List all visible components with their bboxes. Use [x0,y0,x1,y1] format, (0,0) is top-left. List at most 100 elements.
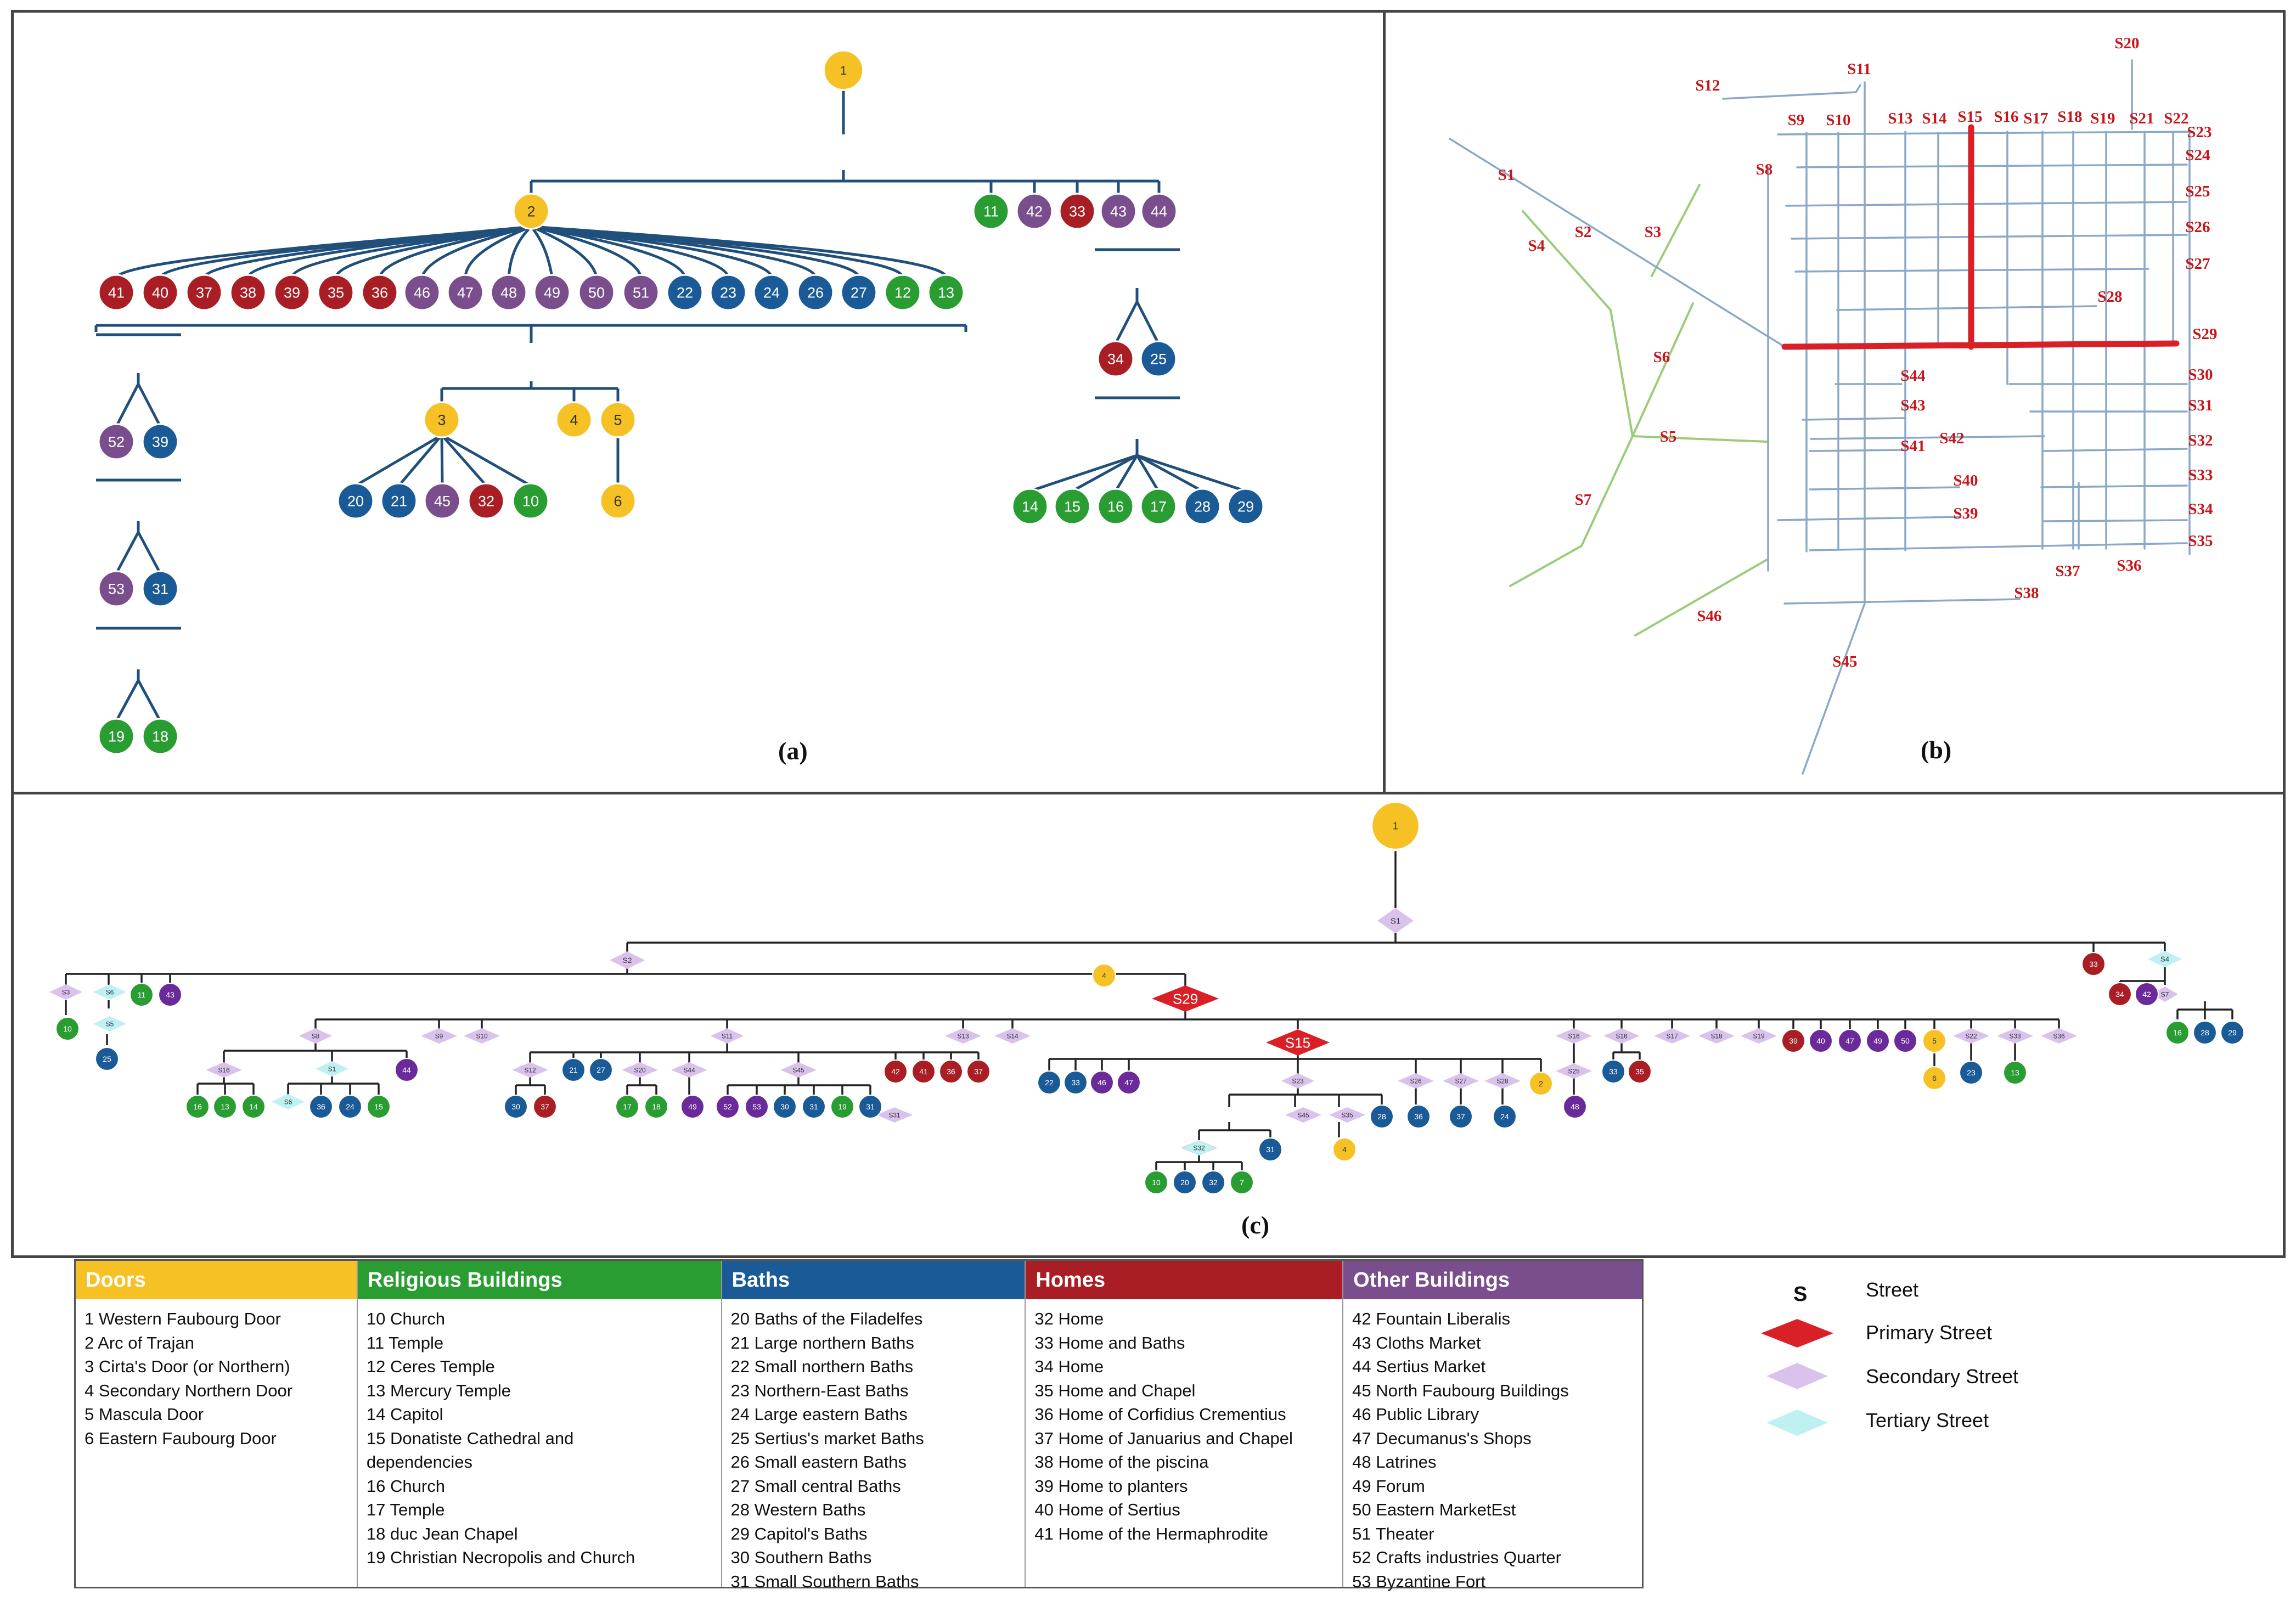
tree-a-node-24-label: 27 [851,285,867,301]
green-roads [1509,184,1768,636]
tree-a-node-18-label: 50 [588,285,605,301]
tree-c-secondary-23: S35 [1329,1107,1365,1123]
map-street-label-2: S3 [1645,223,1662,241]
tree-c-secondary-17-label: S20 [634,1066,646,1074]
tree-c-node-56: 31 [1258,1137,1283,1162]
map-street-label-31: S32 [2188,432,2213,449]
legend-item: 43 Cloths Market [1352,1333,1481,1352]
tree-c-node-23: 18 [644,1094,669,1119]
tree-c-node-40: 36 [1406,1104,1431,1129]
map-street-label-11: S12 [1695,77,1720,94]
tree-c-secondary-15: S25 [1556,1063,1592,1079]
map-street-label-6: S7 [1575,491,1592,509]
tree-c-secondary-8-label: S19 [1753,1032,1765,1040]
tree-c-node-32-label: 41 [919,1067,928,1076]
tree-c-secondary-10: S33 [1997,1028,2033,1044]
tree-a-node-18: 50 [578,274,615,311]
tree-a-node-31-label: 19 [108,729,125,745]
tree-c-node-59-circle [1172,1170,1197,1195]
tree-a-node-34-label: 4 [570,412,578,429]
map-street-label-32: S33 [2188,466,2213,484]
map-street-label-33: S34 [2188,500,2213,518]
tree-c-street-s11-label: S11 [722,1032,733,1040]
tree-c-tertiary-0-label: S6 [106,988,114,996]
tree-c-node-55-label: 13 [2011,1068,2019,1077]
tree-a-node-8-circle [142,274,179,311]
tree-c-node-53-label: 6 [1932,1074,1937,1083]
legend-item: 31 Small Southern Baths [730,1571,919,1591]
tree-a-node-2-circle [972,193,1010,230]
tree-a-node-47-label: 17 [1150,499,1167,515]
map-street-label-41: S42 [1939,430,1964,447]
tree-a-node-35-label: 5 [614,412,622,429]
tree-c-secondary-12: S26 [1398,1073,1434,1089]
tree-c-node-41-circle [1448,1104,1473,1129]
tree-c-node-30: 31 [858,1094,883,1119]
tree-c-node-8-label: 16 [2173,1028,2182,1037]
tree-c-secondary-6: S17 [1654,1028,1690,1044]
tree-c-secondary-19: S45 [780,1062,817,1078]
legend-item: 29 Capitol's Baths [730,1524,868,1543]
tree-c-node-31-label: 42 [891,1067,900,1076]
tree-c-street-s2: S2 [610,951,645,969]
tree-c-node-19: 27 [588,1057,614,1083]
tree-a-node-45-label: 15 [1064,499,1081,515]
tree-c-secondary-2-shape [945,1028,981,1044]
tree-c-node-57-label: 4 [1342,1145,1347,1154]
tree-a-node-38: 45 [424,482,461,520]
tree-c-node-27-label: 30 [780,1102,789,1111]
tree-a-node-3: 42 [1016,193,1053,230]
tree-a-node-2: 11 [972,193,1010,230]
tree-c-street-s23-label: S23 [1292,1077,1304,1085]
tree-c-node-36-circle [1063,1070,1088,1095]
tree-a-node-27-label: 52 [108,434,125,450]
map-street-label-1: S2 [1575,223,1592,241]
tree-c-node-22-circle [615,1094,640,1119]
legend-item: 23 Northern-East Baths [730,1380,909,1400]
tree-c-node-14-label: 14 [249,1102,258,1111]
tree-c-node-2-label: 43 [166,990,175,999]
tree-a-node-4: 33 [1059,193,1096,230]
tree-a-node-14-label: 46 [414,285,430,301]
legend-item: 52 Crafts industries Quarter [1352,1548,1561,1567]
tree-c-node-30-label: 31 [866,1102,875,1111]
tree-c-node-13-label: 13 [221,1102,229,1111]
map-street-label-45: S46 [1697,607,1721,625]
tree-c-node-22-label: 17 [623,1102,632,1111]
tree-c-node-38-label: 47 [1124,1078,1133,1087]
tree-c-node-24-circle [680,1094,705,1119]
legend-item: 32 Home [1034,1309,1104,1328]
legend-item: 20 Baths of the Filadelfes [730,1309,923,1328]
tree-c-node-4-label: 4 [1102,971,1106,980]
tree-c-node-49-label: 47 [1845,1036,1854,1045]
legend-item: 35 Home and Chapel [1034,1380,1196,1400]
tree-c-node-61-circle [1229,1170,1254,1195]
tree-c-node-40-label: 36 [1414,1112,1423,1121]
legend-item: 11 Temple [366,1333,444,1352]
tree-c-street-s7-shape [2152,987,2178,1002]
tree-c-tertiary-2-label: S1 [328,1065,336,1073]
map-street-label-7: S8 [1756,161,1773,178]
tree-a-node-29-label: 53 [108,581,125,598]
tree-c-node-5-label: 33 [2089,960,2098,968]
tree-c-node-11-circle [394,1057,419,1083]
tree-a-node-43: 25 [1140,340,1177,377]
tree-c-secondary-11-label: S36 [2053,1032,2065,1040]
tree-c-node-50-circle [1865,1028,1890,1053]
tree-a-connectors [94,86,1246,722]
tree-c-tertiary-1: S5 [93,1016,126,1032]
tree-c-node-31: 42 [883,1059,908,1084]
tree-c-street-s4-label: S4 [2160,955,2169,963]
tree-c-node-28: 31 [801,1094,826,1119]
tree-c-node-7-circle [2134,982,2159,1007]
tree-c-secondary-9: S22 [1953,1028,1989,1044]
tree-c-node-51: 50 [1893,1028,1918,1053]
tree-c-node-33: 36 [938,1059,964,1084]
legend-item: 13 Mercury Temple [366,1380,511,1400]
tree-c-node-47-label: 39 [1789,1036,1798,1045]
map-street-label-12: S13 [1888,110,1912,127]
tree-a-node-10-circle [229,274,267,311]
